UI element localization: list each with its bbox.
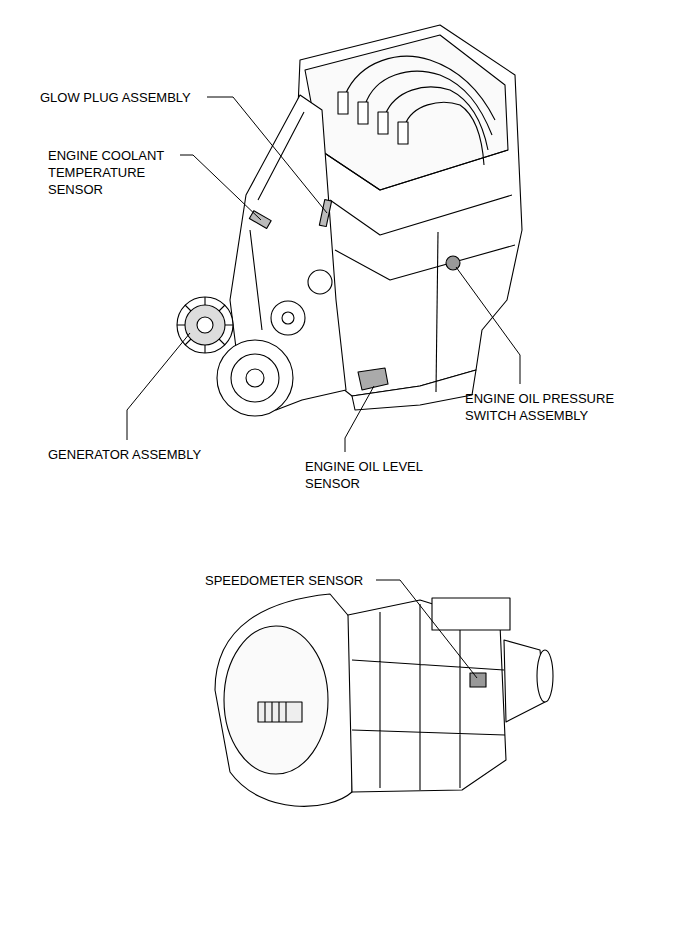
part-label: ENGINE OIL PRESSURE SWITCH ASSEMBLY (465, 390, 645, 424)
head-line (320, 150, 515, 280)
part-label: ENGINE COOLANT TEMPERATURE SENSOR (48, 147, 188, 198)
oil-level-sensor (358, 368, 388, 390)
output-flange (537, 650, 553, 702)
oil-pressure-switch (446, 256, 460, 270)
idler-pulley-hub (282, 312, 294, 324)
input-shaft (258, 702, 302, 722)
leader-line (180, 155, 261, 220)
idler-pulley (308, 270, 332, 294)
engine-drawing (177, 25, 522, 416)
speedometer-sensor (470, 673, 486, 687)
transmission-drawing (215, 594, 553, 806)
bell-housing (215, 594, 352, 806)
shift-tower (432, 598, 510, 630)
shaft-splines (265, 702, 286, 722)
crank-pulley-hub (246, 369, 264, 387)
part-label: ENGINE OIL LEVEL SENSOR (305, 458, 453, 492)
leader-line (207, 97, 327, 213)
glow-plug (319, 200, 331, 227)
injectors (338, 92, 408, 144)
cylinder-head (305, 35, 508, 190)
leader-line (345, 386, 374, 452)
generator (177, 297, 233, 353)
cover-edge (250, 112, 304, 330)
part-label: GENERATOR ASSEMBLY (48, 446, 201, 463)
part-label: SPEEDOMETER SENSOR (205, 572, 363, 589)
leader-lines (127, 97, 520, 678)
bell-opening (224, 626, 328, 774)
injector-pipes (345, 56, 495, 165)
crank-pulley (217, 340, 293, 416)
leader-line (456, 267, 520, 384)
idler-pulley (271, 301, 305, 335)
leader-line (127, 333, 190, 440)
leader-line (376, 580, 477, 678)
case-ribs (352, 604, 505, 790)
crank-pulley-inner (231, 354, 279, 402)
dipstick-tube (436, 232, 438, 392)
part-label: GLOW PLUG ASSEMBLY (40, 89, 191, 106)
